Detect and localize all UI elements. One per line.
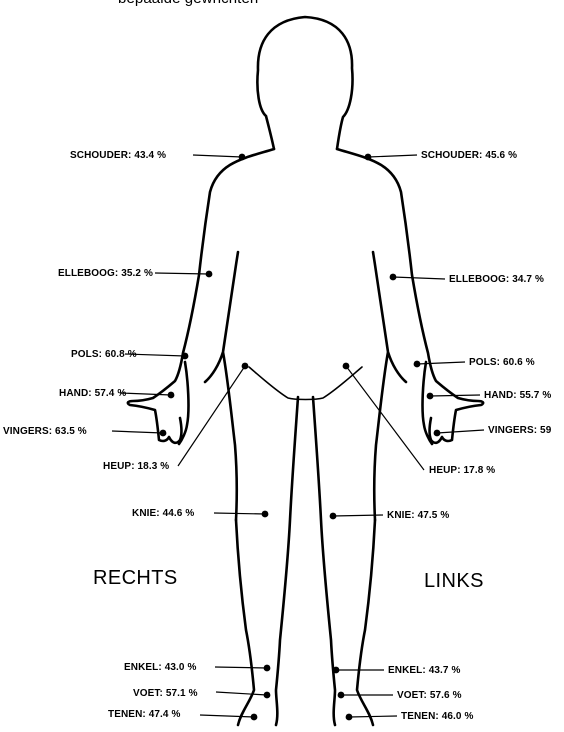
joint-marker-right-hand: [168, 392, 175, 399]
leg-outline-right: [236, 397, 298, 725]
leader-line-left-hand: [430, 395, 480, 396]
leader-line-left-shoulder: [368, 155, 417, 157]
hip-crease: [249, 367, 362, 400]
joint-marker-right-elbow: [206, 271, 213, 278]
joint-marker-left-hip: [343, 363, 350, 370]
leader-line-right-shoulder: [193, 155, 242, 157]
leader-line-right-toes: [200, 715, 254, 717]
side-title-left: LINKS: [424, 569, 484, 593]
label-left-shoulder: SCHOUDER: 45.6 %: [421, 150, 517, 162]
joint-marker-right-wrist: [182, 353, 189, 360]
label-right-toes: TENEN: 47.4 %: [108, 709, 180, 721]
joint-marker-right-foot: [264, 692, 271, 699]
label-right-elbow: ELLEBOOG: 35.2 %: [58, 268, 153, 280]
leader-line-right-knee: [214, 513, 265, 514]
joint-marker-left-elbow: [390, 274, 397, 281]
leader-line-right-elbow: [155, 273, 209, 274]
joint-marker-left-hand: [427, 393, 434, 400]
joint-marker-right-shoulder: [239, 154, 246, 161]
joint-marker-right-knee: [262, 511, 269, 518]
leader-line-left-elbow: [393, 277, 445, 279]
label-right-shoulder: SCHOUDER: 43.4 %: [70, 150, 166, 162]
joint-marker-left-shoulder: [365, 154, 372, 161]
joint-marker-left-knee: [330, 513, 337, 520]
joint-marker-left-foot: [338, 692, 345, 699]
label-right-knee: KNIE: 44.6 %: [132, 508, 194, 520]
leader-line-left-fingers: [437, 430, 484, 433]
leader-line-left-toes: [349, 716, 397, 717]
joint-marker-left-wrist: [414, 361, 421, 368]
joint-marker-left-ankle: [333, 667, 340, 674]
label-left-hand: HAND: 55.7 %: [484, 390, 551, 402]
joint-marker-right-fingers: [160, 430, 167, 437]
joint-marker-right-ankle: [264, 665, 271, 672]
label-left-wrist: POLS: 60.6 %: [469, 357, 535, 369]
leader-line-right-foot: [216, 692, 267, 695]
joint-marker-right-hip: [242, 363, 249, 370]
leader-line-left-wrist: [417, 362, 465, 364]
inner-arm-left: [373, 252, 406, 520]
label-left-knee: KNIE: 47.5 %: [387, 510, 449, 522]
label-right-hand: HAND: 57.4 %: [59, 388, 126, 400]
joint-marker-left-toes: [346, 714, 353, 721]
leader-line-left-hip: [346, 366, 424, 470]
leader-line-right-ankle: [215, 667, 267, 668]
label-left-ankle: ENKEL: 43.7 %: [388, 665, 460, 677]
label-left-fingers: VINGERS: 59: [488, 425, 551, 437]
label-right-wrist: POLS: 60.8 %: [71, 349, 137, 361]
label-right-ankle: ENKEL: 43.0 %: [124, 662, 196, 674]
label-right-foot: VOET: 57.1 %: [133, 688, 198, 700]
leader-line-right-fingers: [112, 431, 163, 433]
head-outline: [257, 17, 352, 149]
leg-outline-left: [313, 397, 375, 725]
arm-outline-right: [128, 149, 274, 444]
arm-outline-left: [337, 149, 483, 444]
leader-line-right-hand: [120, 393, 171, 395]
label-left-elbow: ELLEBOOG: 34.7 %: [449, 274, 544, 286]
label-left-hip: HEUP: 17.8 %: [429, 465, 495, 477]
joint-marker-left-fingers: [434, 430, 441, 437]
joint-marker-right-toes: [251, 714, 258, 721]
inner-arm-right: [205, 252, 238, 520]
label-left-foot: VOET: 57.6 %: [397, 690, 462, 702]
side-title-right: RECHTS: [93, 566, 178, 590]
label-left-toes: TENEN: 46.0 %: [401, 711, 473, 723]
label-right-fingers: VINGERS: 63.5 %: [3, 426, 87, 438]
label-right-hip: HEUP: 18.3 %: [103, 461, 169, 473]
